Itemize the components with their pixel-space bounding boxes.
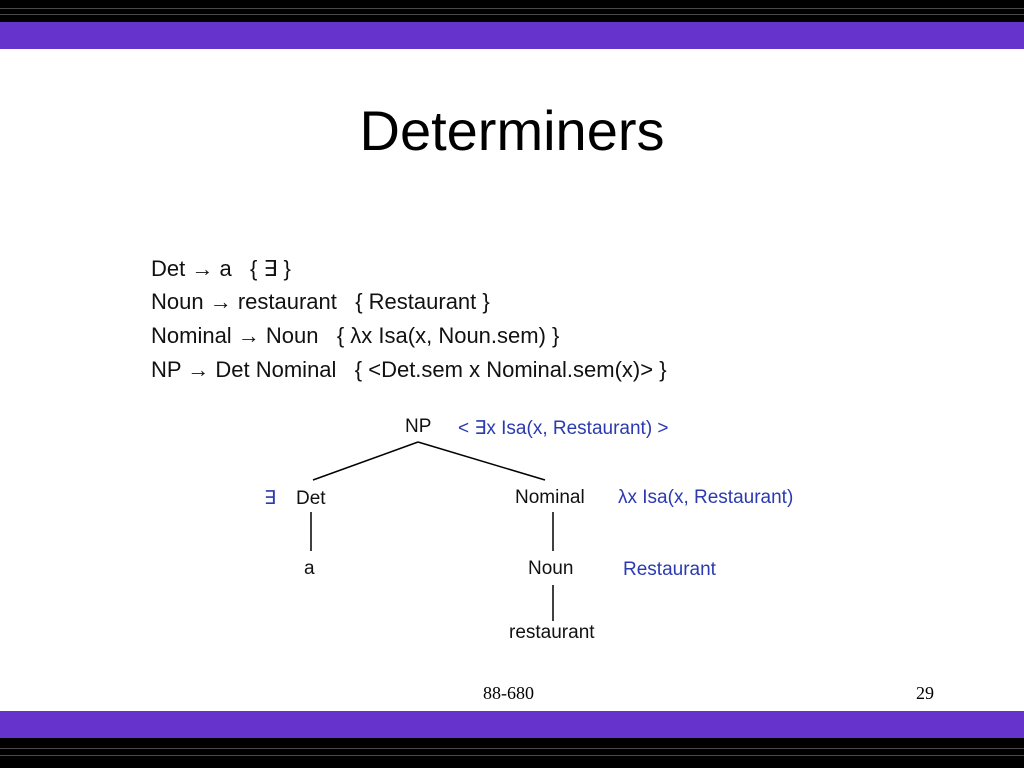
det-semantics: ∃: [264, 488, 277, 509]
footer-page-number: 29: [916, 683, 934, 703]
tree-leaf-restaurant: restaurant: [509, 622, 595, 643]
tree-node-nominal: Nominal: [515, 487, 585, 508]
edge-np-nominal: [417, 441, 546, 481]
grammar-rule-nominal: Nominal → Noun { λx Isa(x, Noun.sem) }: [151, 323, 560, 348]
tree-leaf-a: a: [304, 558, 315, 579]
grammar-rule-noun: Noun → restaurant { Restaurant }: [151, 289, 490, 314]
tree-node-np: NP: [405, 416, 432, 437]
bottom-purple-band: [0, 711, 1024, 738]
grammar-rule-det: Det → a { ∃ }: [151, 256, 291, 281]
bottom-black-band: [0, 738, 1024, 768]
footer-course-code: 88-680: [483, 683, 534, 703]
top-black-band: [0, 0, 1024, 22]
top-stripe: [0, 8, 1024, 9]
np-semantics: < ∃x Isa(x, Restaurant) >: [458, 418, 669, 439]
edge-np-det: [312, 441, 419, 481]
noun-semantics: Restaurant: [623, 559, 716, 580]
top-purple-band: [0, 22, 1024, 49]
grammar-rule-np: NP → Det Nominal { <Det.sem x Nominal.se…: [151, 357, 667, 382]
tree-node-det: Det: [296, 488, 326, 509]
tree-node-noun: Noun: [528, 558, 574, 579]
slide-title: Determiners: [359, 99, 665, 162]
bottom-stripe: [0, 748, 1024, 749]
nominal-semantics: λx Isa(x, Restaurant): [618, 487, 794, 508]
bottom-stripe: [0, 755, 1024, 756]
top-stripe: [0, 14, 1024, 15]
